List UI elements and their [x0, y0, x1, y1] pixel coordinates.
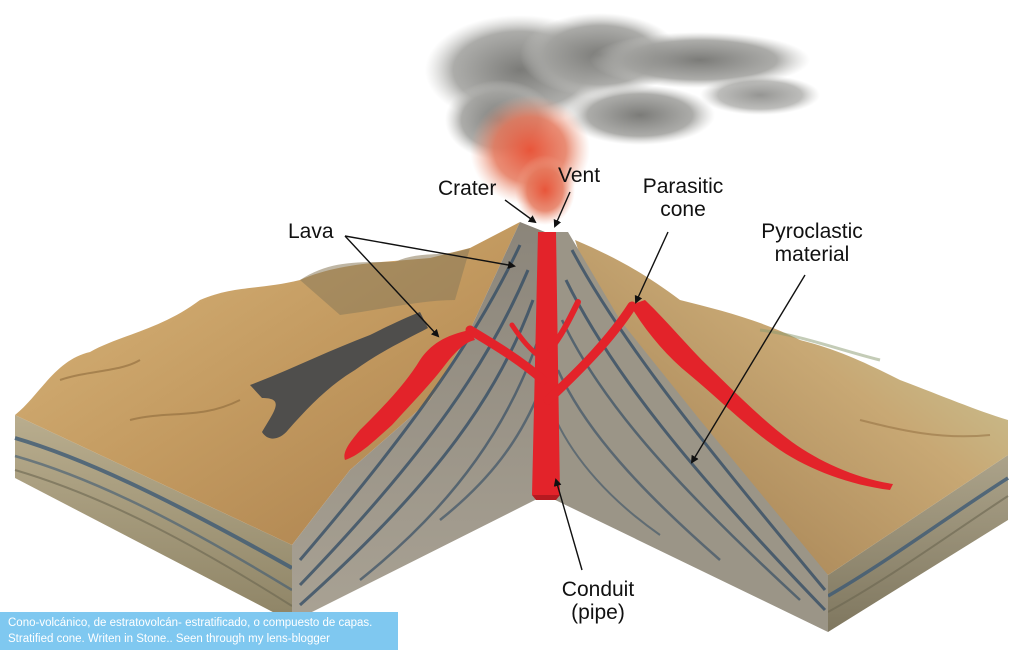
lava-label: Lava	[288, 220, 334, 243]
pyroclastic-material-label-line2: material	[774, 243, 850, 266]
conduit-label: Conduit (pipe)	[548, 578, 648, 624]
right-terrain	[575, 240, 1008, 575]
leader-lines	[344, 191, 806, 571]
caption-box: Cono-volcánico, de estratovolcán- estrat…	[0, 612, 398, 650]
left-block-cross-section	[14, 415, 293, 622]
conduit-label-line2: (pipe)	[571, 601, 625, 624]
pyroclastic-material-label: Pyroclastic material	[748, 220, 876, 266]
parasitic-cone-label-line1: Parasitic	[642, 175, 724, 198]
conduit-label-line1: Conduit	[561, 578, 635, 601]
right-block-cross-section	[827, 455, 1009, 632]
pyroclastic-material-label-line1: Pyroclastic	[761, 220, 863, 243]
caption-line-1: Cono-volcánico, de estratovolcán- estrat…	[8, 617, 373, 629]
parasitic-cone-label-line2: cone	[660, 198, 706, 221]
caption-line-2: Stratified cone. Writen in Stone.. Seen …	[8, 633, 330, 645]
crater-label: Crater	[438, 177, 497, 200]
parasitic-cone-label: Parasitic cone	[628, 175, 738, 221]
vent-label: Vent	[558, 164, 601, 187]
eruption-plume	[425, 13, 820, 225]
lava-system	[344, 232, 893, 500]
left-terrain	[15, 222, 520, 545]
